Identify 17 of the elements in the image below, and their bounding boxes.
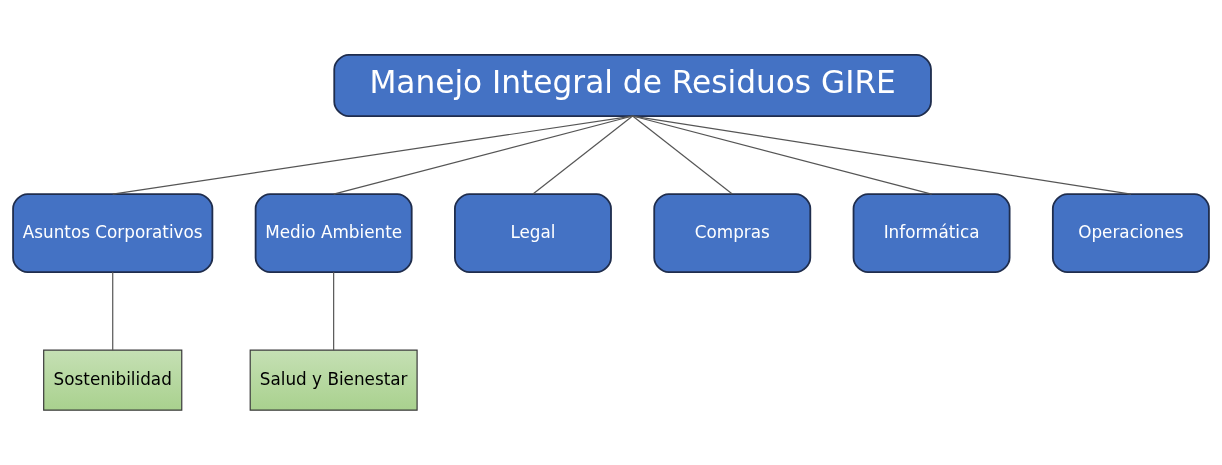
connector: [112, 271, 114, 351]
connector: [632, 115, 733, 195]
node-box: Asuntos Corporativos: [12, 193, 214, 273]
connector: [632, 115, 933, 195]
connector: [333, 271, 335, 351]
node-box: Medio Ambiente: [254, 193, 413, 273]
node-box: Manejo Integral de Residuos GIRE: [333, 53, 932, 117]
connector: [632, 115, 1132, 195]
node-box: Legal: [454, 193, 612, 273]
node-box: Operaciones: [1051, 193, 1210, 273]
node-box: Sostenibilidad: [43, 349, 183, 411]
node-box: Compras: [653, 193, 812, 273]
connector: [532, 115, 634, 195]
connector: [112, 115, 634, 195]
connector: [333, 115, 634, 195]
node-box: Informática: [852, 193, 1011, 273]
node-box: Salud y Bienestar: [249, 349, 418, 411]
